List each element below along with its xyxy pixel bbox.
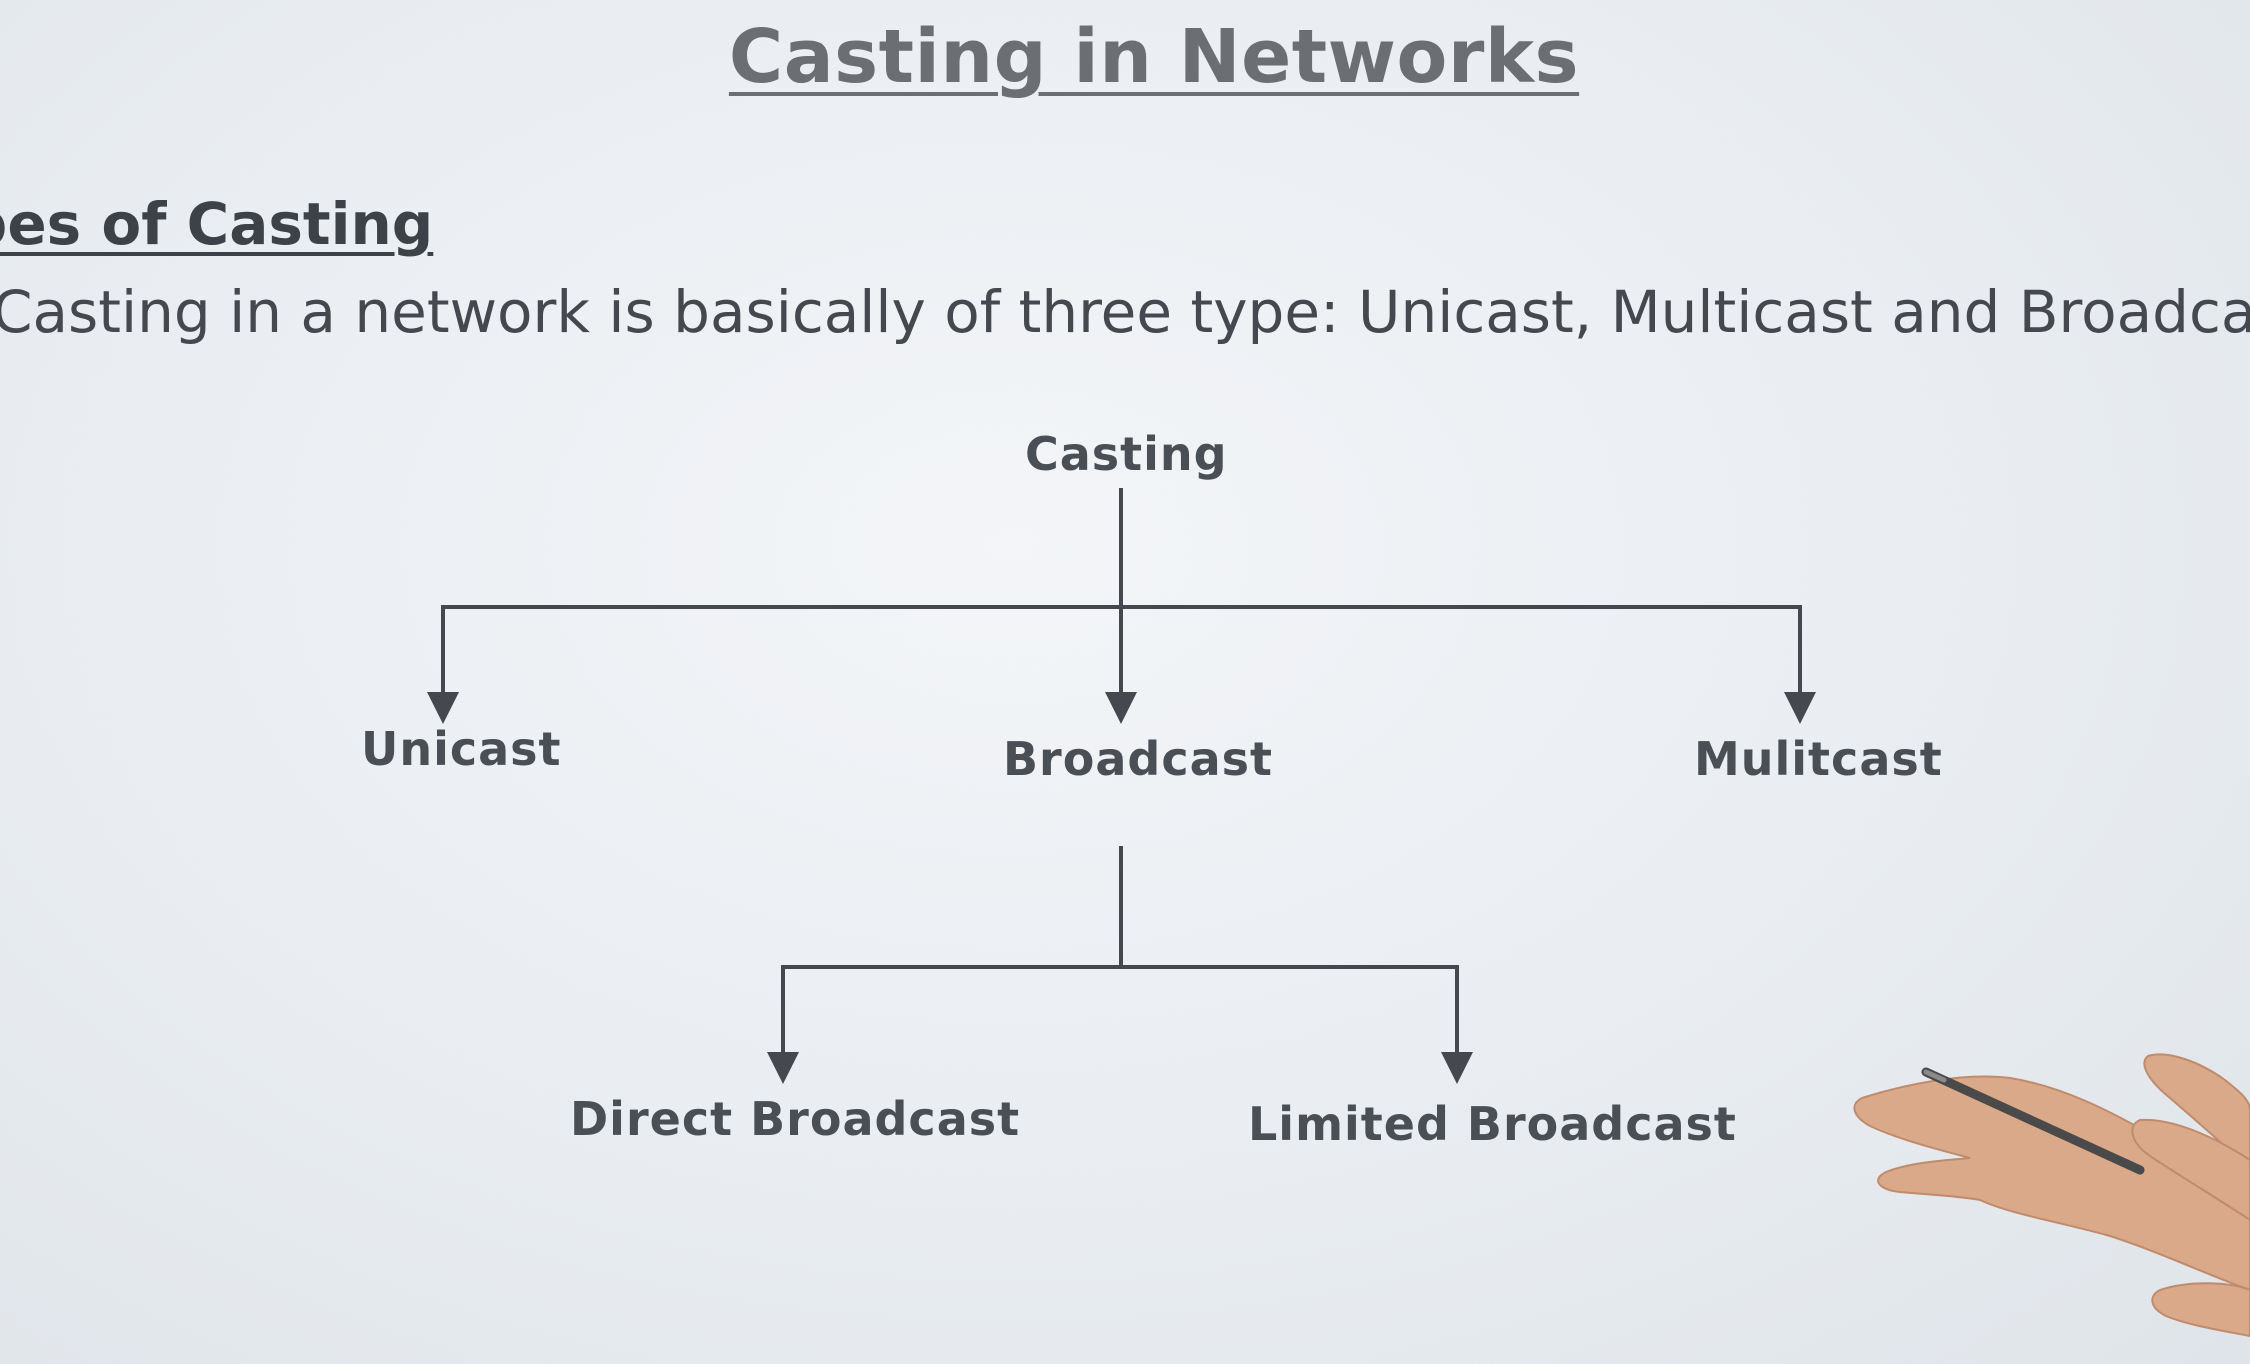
section-heading: ypes of Casting	[0, 190, 434, 258]
direct-broadcast-arrowhead	[767, 1052, 799, 1084]
limited-broadcast-arrowhead	[1441, 1052, 1473, 1084]
node-casting: Casting	[1025, 427, 1228, 481]
node-multicast: Mulitcast	[1694, 732, 1943, 786]
broadcast-arrowhead	[1105, 692, 1137, 724]
multicast-arrowhead	[1784, 692, 1816, 724]
node-direct-broadcast: Direct Broadcast	[570, 1092, 1021, 1146]
unicast-arrowhead	[427, 692, 459, 724]
node-broadcast: Broadcast	[1003, 732, 1273, 786]
intro-text: Casting in a network is basically of thr…	[0, 278, 2250, 346]
node-limited-broadcast: Limited Broadcast	[1248, 1097, 1737, 1151]
node-unicast: Unicast	[361, 722, 562, 776]
slide-title: Casting in Networks	[728, 14, 1580, 100]
